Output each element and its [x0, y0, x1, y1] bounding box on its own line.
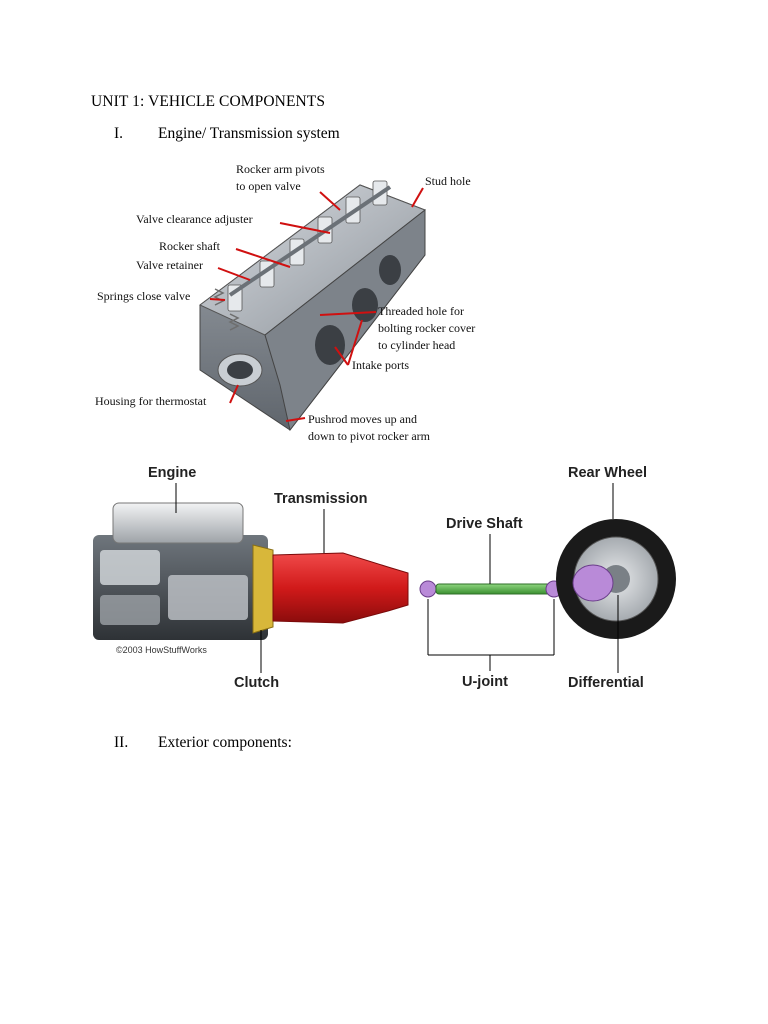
transmission-illustration — [272, 552, 409, 624]
leader-lines — [209, 187, 424, 422]
drivetrain-diagram: Engine Transmission Drive Shaft Rear Whe… — [93, 465, 676, 691]
engine-illustration — [93, 502, 268, 640]
label-stud-hole: Stud hole — [425, 174, 471, 188]
label-pushrod-line1: Pushrod moves up and — [308, 412, 417, 426]
drive-shaft-illustration — [435, 583, 552, 595]
label-rocker-shaft: Rocker shaft — [159, 239, 221, 253]
section-heading-engine-transmission: Engine/ Transmission system — [158, 125, 340, 142]
cylinder-head-diagram: Rocker arm pivots to open valve Stud hol… — [95, 162, 475, 443]
label-rocker-arm-pivots-line2: to open valve — [236, 179, 301, 193]
label-threaded-hole-line2: bolting rocker cover — [378, 321, 475, 335]
label-transmission: Transmission — [274, 491, 367, 507]
drivetrain-leader-lines — [175, 483, 619, 673]
label-differential: Differential — [568, 675, 644, 691]
front-u-joint — [419, 580, 437, 598]
section-number-2: II. — [114, 734, 129, 751]
rear-wheel-illustration — [556, 519, 676, 639]
label-intake-ports: Intake ports — [352, 358, 409, 372]
label-housing-for-thermostat: Housing for thermostat — [95, 394, 207, 408]
label-valve-retainer: Valve retainer — [136, 258, 203, 272]
label-rocker-arm-pivots-line1: Rocker arm pivots — [236, 162, 325, 176]
copyright-text: ©2003 HowStuffWorks — [116, 645, 207, 655]
differential-illustration — [572, 564, 614, 602]
label-engine: Engine — [148, 465, 196, 481]
label-valve-clearance-adjuster: Valve clearance adjuster — [136, 212, 253, 226]
cylinder-head-illustration — [199, 180, 427, 432]
document-title: UNIT 1: VEHICLE COMPONENTS — [91, 93, 326, 110]
label-rear-wheel: Rear Wheel — [568, 465, 647, 481]
label-u-joint: U-joint — [462, 674, 508, 690]
label-clutch: Clutch — [234, 675, 279, 691]
clutch-illustration — [252, 544, 274, 634]
label-pushrod-line2: down to pivot rocker arm — [308, 429, 431, 443]
label-drive-shaft: Drive Shaft — [446, 516, 523, 532]
section-number-1: I. — [114, 125, 124, 142]
label-threaded-hole-line3: to cylinder head — [378, 338, 455, 352]
section-heading-exterior-components: Exterior components: — [158, 734, 292, 751]
label-springs-close-valve: Springs close valve — [97, 289, 190, 303]
label-threaded-hole-line1: Threaded hole for — [378, 304, 464, 318]
